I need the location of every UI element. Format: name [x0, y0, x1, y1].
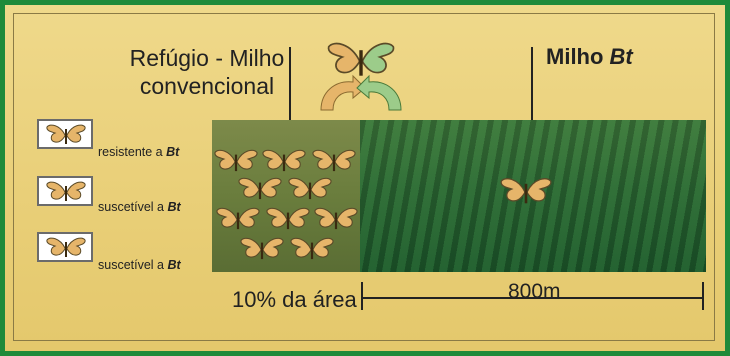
- moth-icon: [40, 179, 92, 205]
- resistant-moth-icon: [500, 176, 552, 207]
- legend-box-susceptible: [37, 176, 93, 206]
- legend-text-susceptible: suscetível a Bt: [98, 200, 181, 214]
- susceptible-moth-icon: [216, 206, 260, 233]
- susceptible-moth-icon: [290, 236, 334, 263]
- legend-text-heterozygous: suscetível a Bt: [98, 258, 181, 272]
- legend-box-heterozygous: [37, 232, 93, 262]
- refuge-area-label: 10% da área: [232, 287, 357, 313]
- susceptible-moth-icon: [214, 148, 258, 175]
- scale-label: 800m: [508, 280, 561, 304]
- moth-icon: [40, 122, 92, 148]
- bt-field-pointer-line: [531, 47, 533, 130]
- susceptible-moth-icon: [314, 206, 358, 233]
- susceptible-moth-icon: [288, 176, 332, 203]
- scale-tick-right: [702, 282, 704, 310]
- susceptible-moth-icon: [262, 148, 306, 175]
- refuge-label-line2: convencional: [128, 72, 286, 100]
- susceptible-moth-icon: [238, 176, 282, 203]
- scale-tick-left: [361, 282, 363, 310]
- refuge-area: [212, 120, 360, 272]
- legend-box-resistant: [37, 119, 93, 149]
- refuge-label-line1: Refúgio - Milho: [128, 44, 286, 72]
- arrow-right-icon: [357, 76, 401, 110]
- refuge-label: Refúgio - Milho convencional: [128, 44, 286, 100]
- corn-field-photo: [212, 120, 706, 272]
- bt-field-label: Milho Bt: [546, 44, 633, 70]
- moth-icon: [40, 235, 92, 261]
- crossing-moth-icon: [313, 40, 409, 116]
- bt-field-label-bt: Bt: [610, 44, 633, 69]
- legend-text-resistant: resistente a Bt: [98, 145, 179, 159]
- arrow-left-icon: [321, 76, 365, 110]
- susceptible-moth-icon: [312, 148, 356, 175]
- susceptible-moth-icon: [240, 236, 284, 263]
- susceptible-moth-icon: [266, 206, 310, 233]
- refuge-pointer-line: [289, 47, 291, 127]
- bt-field-label-prefix: Milho: [546, 44, 610, 69]
